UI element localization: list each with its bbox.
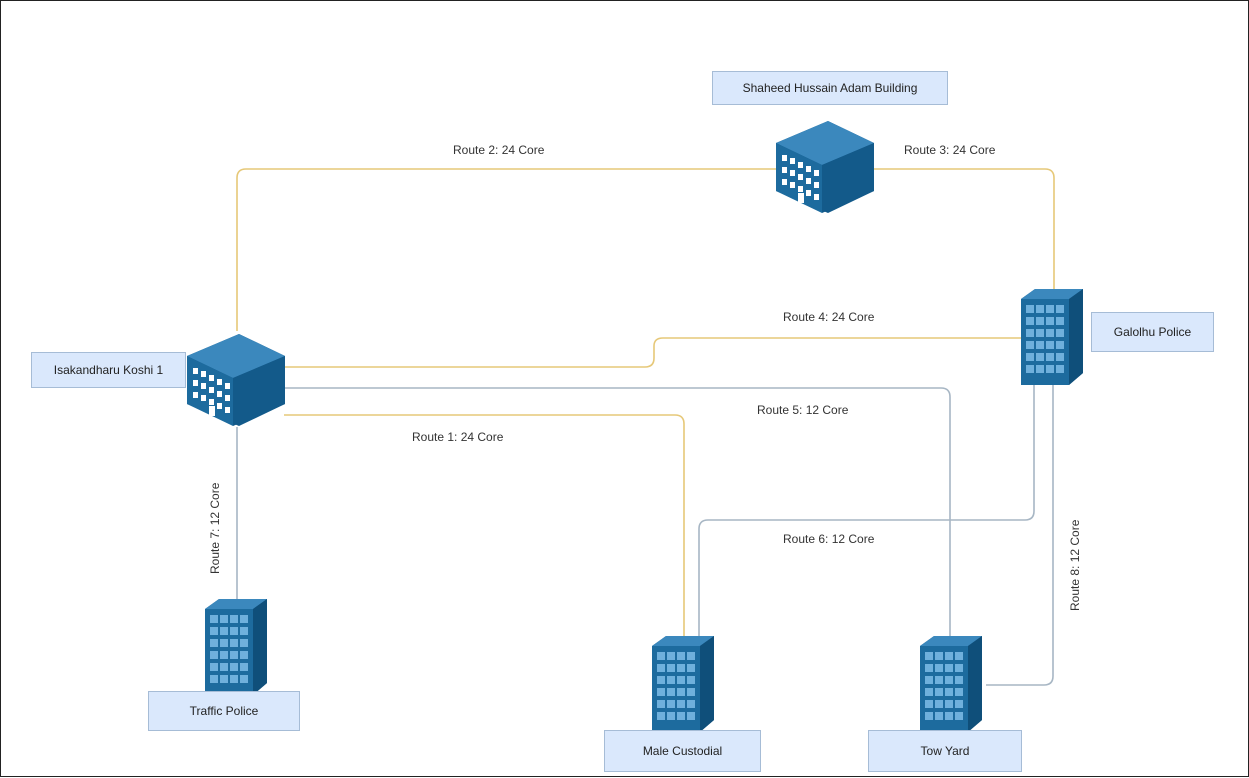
traffic-police-label[interactable]: Traffic Police [148, 691, 300, 731]
route-6-label: Route 6: 12 Core [783, 532, 875, 546]
route-4-label: Route 4: 24 Core [783, 310, 875, 324]
office-building-icon[interactable] [776, 121, 874, 213]
route-7-label: Route 7: 12 Core [208, 482, 222, 574]
route-2-line [236, 168, 781, 331]
route-2-label: Route 2: 24 Core [453, 143, 545, 157]
route-6-line [698, 383, 1035, 637]
route-8-line [986, 383, 1054, 686]
tow-yard-label[interactable]: Tow Yard [868, 730, 1022, 772]
route-3-label: Route 3: 24 Core [904, 143, 996, 157]
shaheed-hussain-adam-building-label[interactable]: Shaheed Hussain Adam Building [712, 71, 948, 105]
tower-building-icon[interactable] [1021, 289, 1083, 385]
route-8-label: Route 8: 12 Core [1068, 519, 1082, 611]
tower-building-icon[interactable] [920, 636, 982, 732]
route-3-line [871, 168, 1055, 291]
route-1-line [284, 414, 685, 637]
tower-building-icon[interactable] [652, 636, 714, 732]
isakandharu-koshi-label[interactable]: Isakandharu Koshi 1 [31, 352, 186, 388]
male-custodial-label[interactable]: Male Custodial [604, 730, 761, 772]
route-5-line [284, 387, 951, 637]
route-4-line [284, 337, 1023, 368]
office-building-icon[interactable] [187, 334, 285, 426]
route-5-label: Route 5: 12 Core [757, 403, 849, 417]
galolhu-police-label[interactable]: Galolhu Police [1091, 312, 1214, 352]
route-1-label: Route 1: 24 Core [412, 430, 504, 444]
tower-building-icon[interactable] [205, 599, 267, 695]
